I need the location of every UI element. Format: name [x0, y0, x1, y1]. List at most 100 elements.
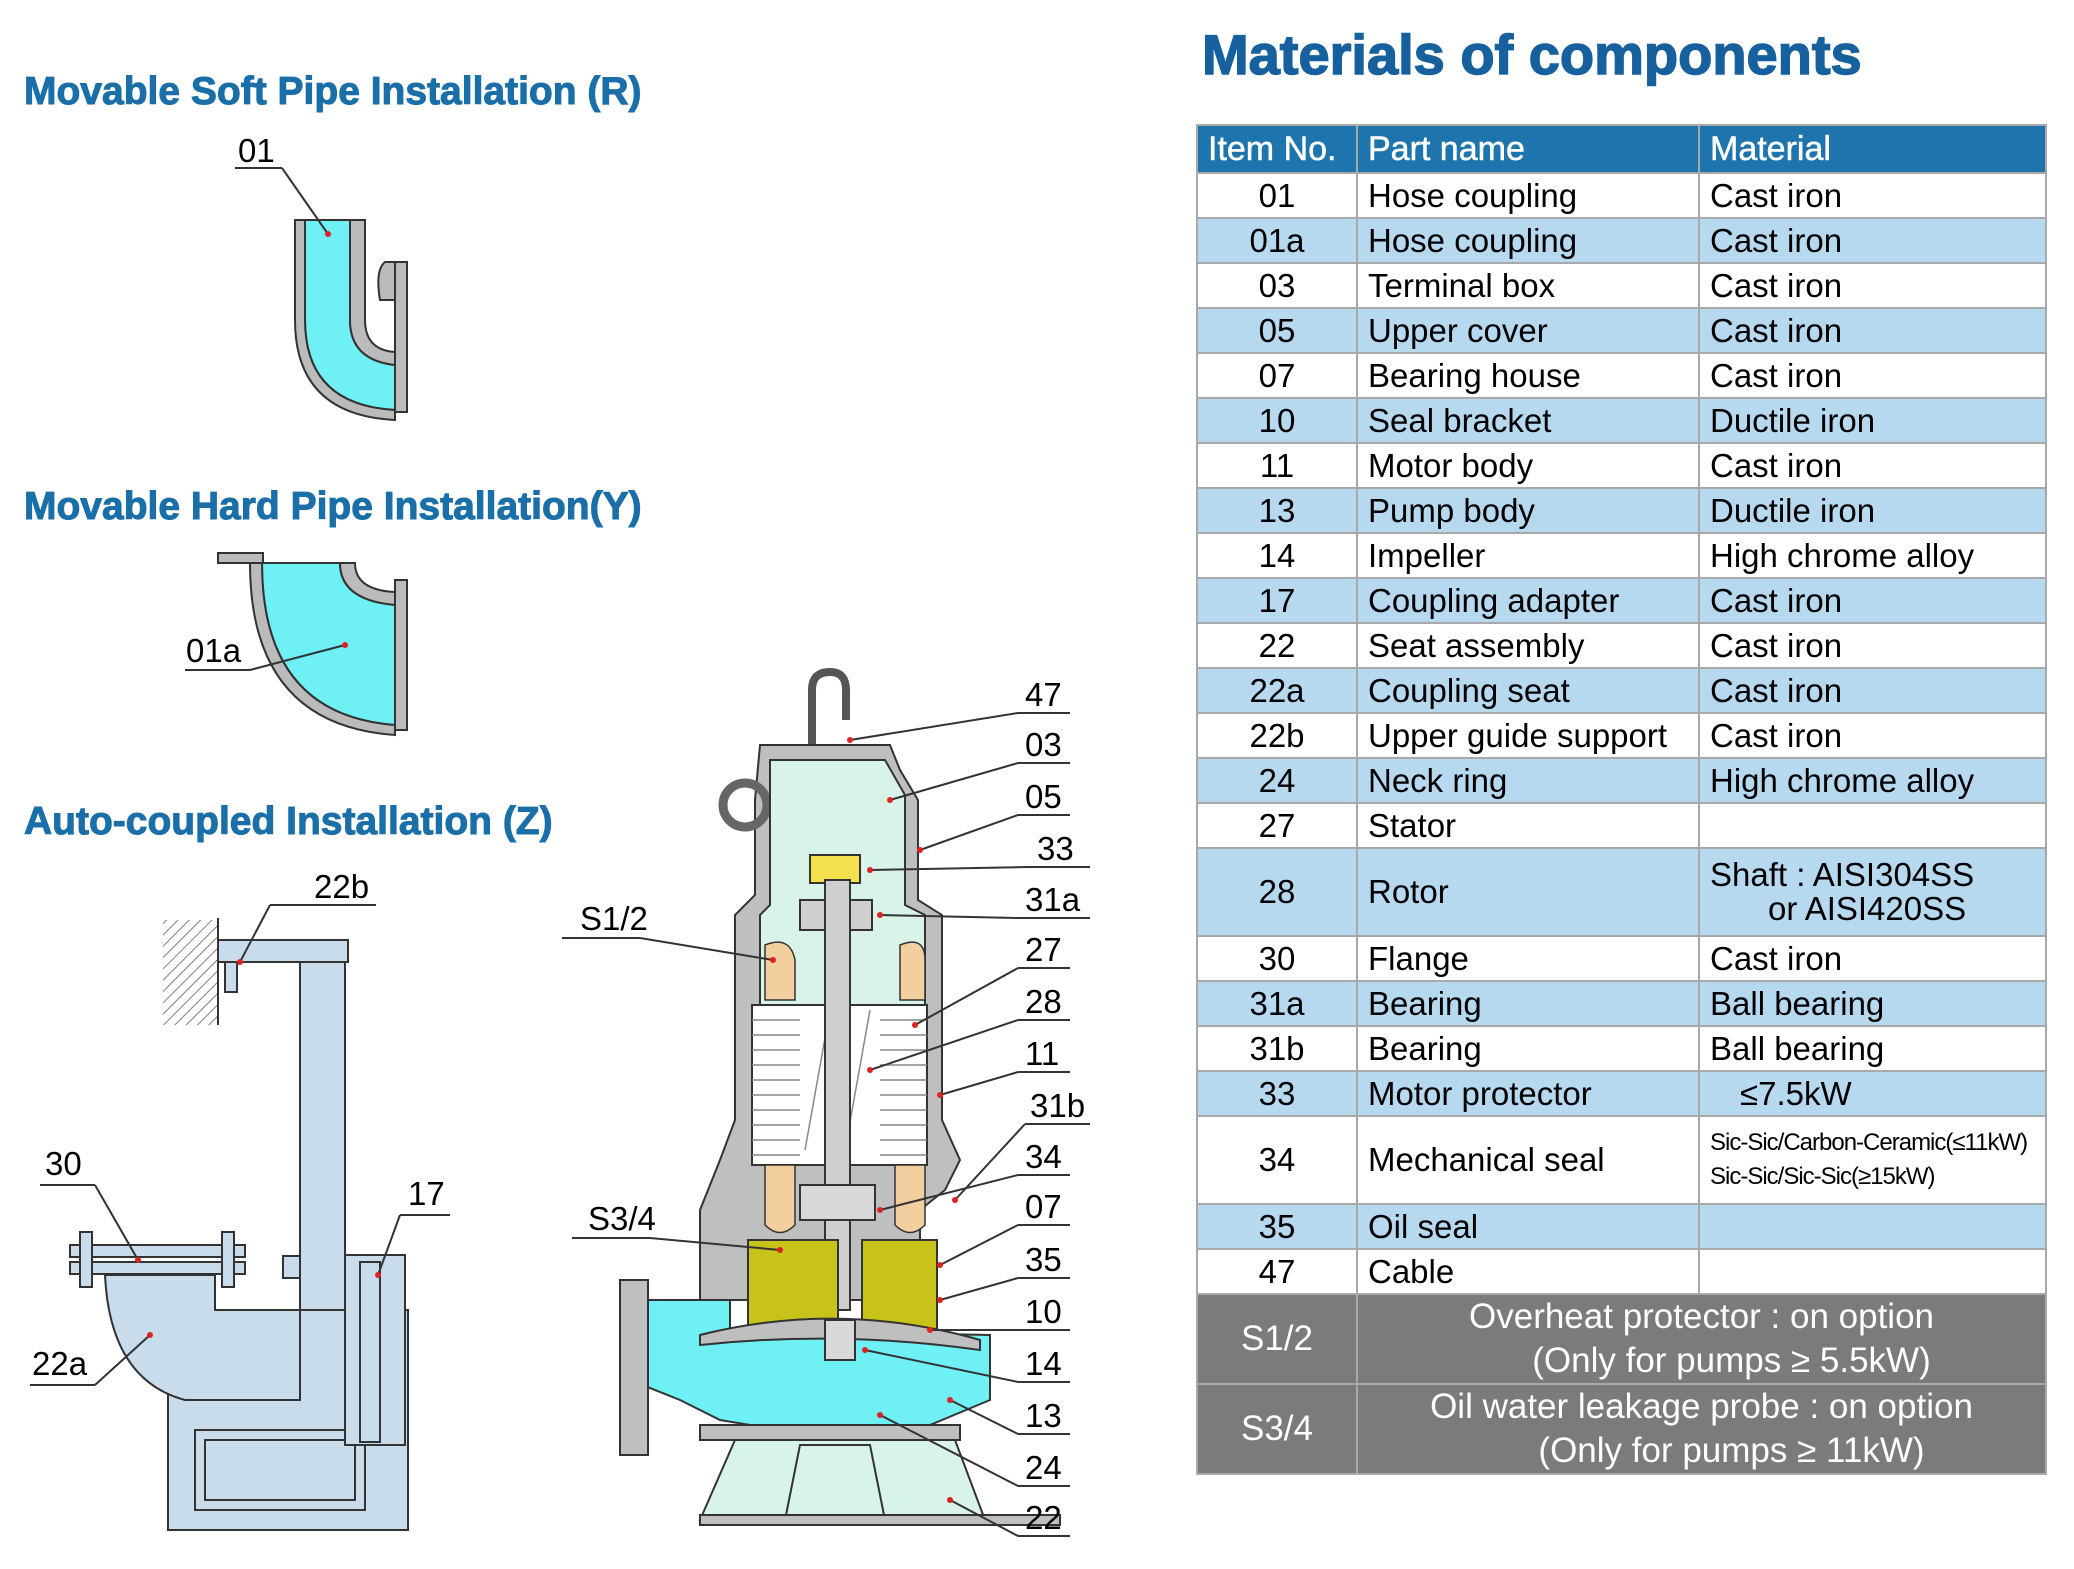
material: Cast iron — [1698, 935, 2047, 982]
label-01a: 01a — [186, 632, 242, 669]
item-no: 22 — [1196, 622, 1358, 669]
header-material: Material — [1698, 124, 2047, 174]
item-no: 03 — [1196, 262, 1358, 309]
material — [1698, 1248, 2047, 1295]
part-name: Upper guide support — [1356, 712, 1700, 759]
material: Cast iron — [1698, 442, 2047, 489]
label-31b: 31b — [1030, 1087, 1085, 1124]
item-no: 35 — [1196, 1203, 1358, 1250]
part-name: Bearing house — [1356, 352, 1700, 399]
note-text: Oil water leakage probe : on option(Only… — [1356, 1383, 2047, 1475]
material — [1698, 1203, 2047, 1250]
part-name: Oil seal — [1356, 1203, 1700, 1250]
material: Cast iron — [1698, 352, 2047, 399]
note-code: S3/4 — [1196, 1383, 1358, 1475]
item-no: 13 — [1196, 487, 1358, 534]
note-line: Overheat protector : on option — [1469, 1297, 1934, 1336]
part-name: Motor body — [1356, 442, 1700, 489]
part-name: Rotor — [1356, 847, 1700, 937]
header-item-no: Item No. — [1196, 124, 1358, 174]
item-no: 24 — [1196, 757, 1358, 804]
materials-title: Materials of components — [1201, 22, 1862, 87]
part-name: Terminal box — [1356, 262, 1700, 309]
item-no: 31a — [1196, 980, 1358, 1027]
part-name: Pump body — [1356, 487, 1700, 534]
material-line: Sic-Sic/Sic-Sic(≥15kW) — [1710, 1163, 1936, 1190]
note-line: (Only for pumps ≥ 11kW) — [1538, 1431, 1925, 1470]
part-name: Seat assembly — [1356, 622, 1700, 669]
hard-pipe-elbow — [185, 552, 408, 737]
hard-pipe-heading: Movable Hard Pipe Installation(Y) — [24, 485, 643, 529]
part-name: Coupling seat — [1356, 667, 1700, 714]
part-name: Impeller — [1356, 532, 1700, 579]
item-no: 47 — [1196, 1248, 1358, 1295]
label-28: 28 — [1025, 983, 1062, 1020]
material: Cast iron — [1698, 667, 2047, 714]
label-s1-2: S1/2 — [580, 900, 648, 937]
item-no: 01a — [1196, 217, 1358, 264]
material: ≤7.5kW — [1698, 1070, 2047, 1117]
material-line: or AISI420SS — [1768, 890, 1967, 927]
material-line: Shaft : AISI304SS — [1710, 856, 1975, 893]
material: Cast iron — [1698, 622, 2047, 669]
note-text: Overheat protector : on option (Only for … — [1356, 1293, 2047, 1385]
item-no: 07 — [1196, 352, 1358, 399]
material: Sic-Sic/Carbon-Ceramic(≤11kW)Sic-Sic/Sic… — [1698, 1115, 2047, 1205]
label-31a: 31a — [1025, 881, 1081, 918]
material: Ductile iron — [1698, 397, 2047, 444]
part-name: Hose coupling — [1356, 172, 1700, 219]
item-no: 11 — [1196, 442, 1358, 489]
label-10: 10 — [1025, 1293, 1062, 1330]
material: Cast iron — [1698, 307, 2047, 354]
table-header-row: Item No. Part name Material — [1196, 124, 2047, 174]
part-name: Cable — [1356, 1248, 1700, 1295]
part-name: Mechanical seal — [1356, 1115, 1700, 1205]
item-no: 33 — [1196, 1070, 1358, 1117]
material: Cast iron — [1698, 217, 2047, 264]
item-no: 28 — [1196, 847, 1358, 937]
item-no: 34 — [1196, 1115, 1358, 1205]
label-33: 33 — [1037, 830, 1074, 867]
part-name: Neck ring — [1356, 757, 1700, 804]
part-name: Flange — [1356, 935, 1700, 982]
material — [1698, 802, 2047, 849]
material: Cast iron — [1698, 172, 2047, 219]
item-no: 01 — [1196, 172, 1358, 219]
label-14: 14 — [1025, 1345, 1062, 1382]
material: Ductile iron — [1698, 487, 2047, 534]
material: Ball bearing — [1698, 980, 2047, 1027]
label-05: 05 — [1025, 778, 1062, 815]
item-no: 30 — [1196, 935, 1358, 982]
auto-coupled-heading: Auto-coupled Installation (Z) — [24, 800, 554, 844]
label-27: 27 — [1025, 931, 1062, 968]
pump-cross-section — [619, 667, 1061, 1526]
label-22b: 22b — [314, 868, 369, 905]
part-name: Seal bracket — [1356, 397, 1700, 444]
note-line: (Only for pumps ≥ 5.5kW) — [1532, 1341, 1931, 1380]
label-s3-4: S3/4 — [588, 1200, 656, 1237]
label-35: 35 — [1025, 1241, 1062, 1278]
label-22a: 22a — [32, 1345, 88, 1382]
item-no: 10 — [1196, 397, 1358, 444]
